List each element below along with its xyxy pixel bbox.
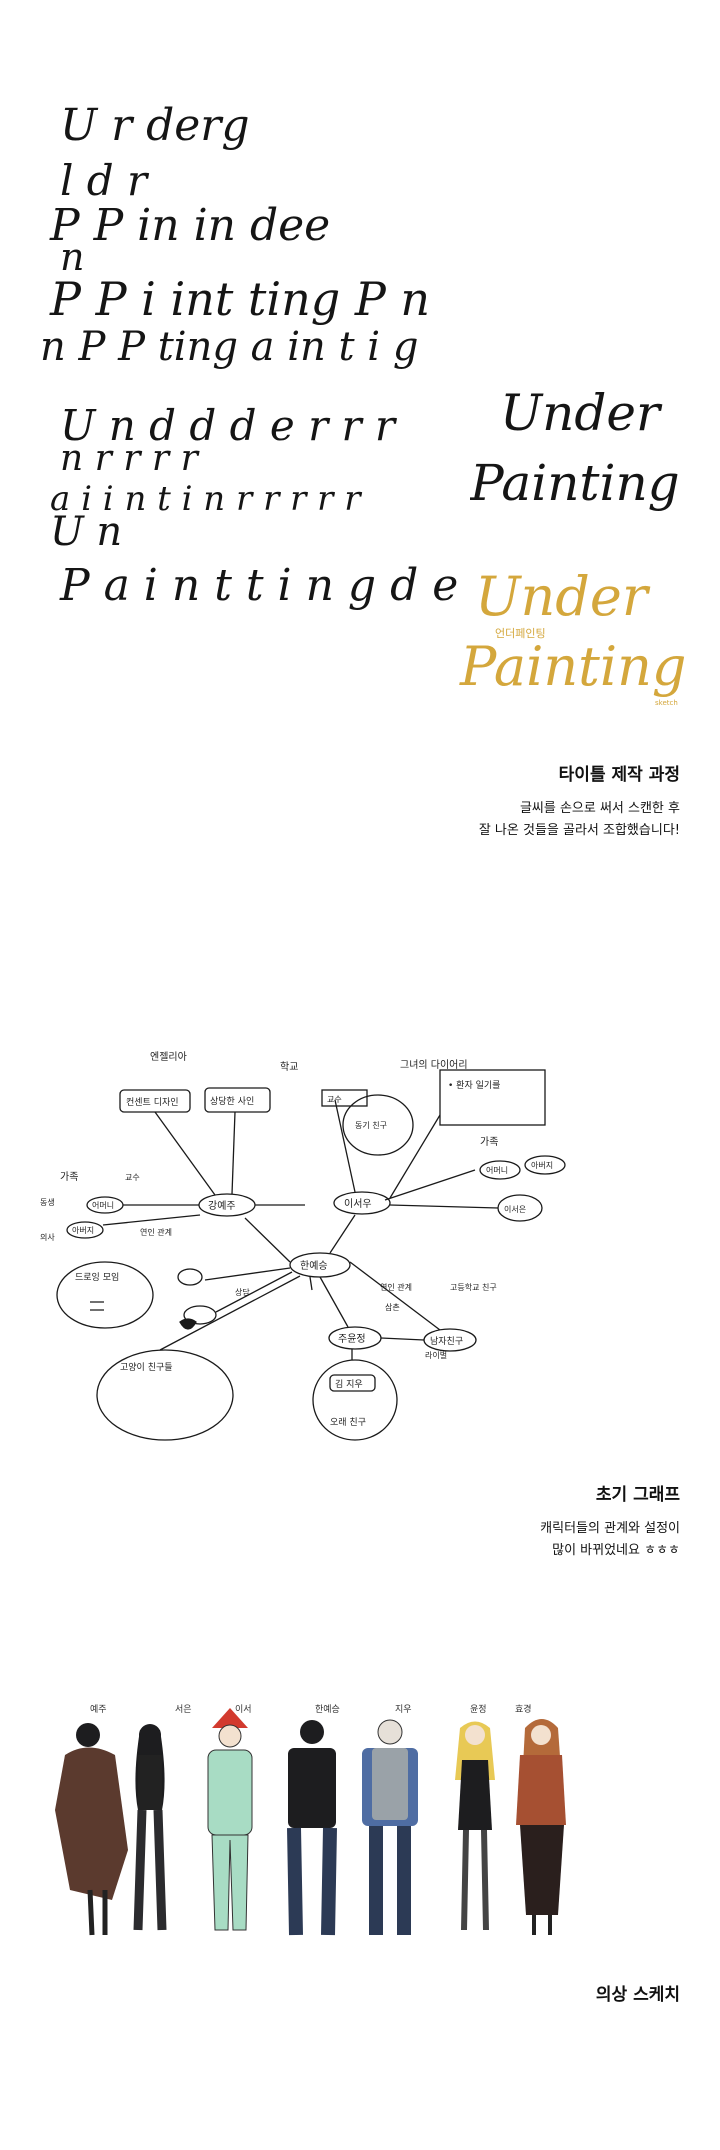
graph-label: 가족 [60,1171,78,1183]
graph-label: 삼촌 [385,1302,400,1312]
graph-node: 한예승 [300,1260,328,1272]
title-logo-line1: Under [500,384,663,442]
graph-label: 교수 [327,1095,342,1104]
scan-line: l d r [60,156,150,205]
costume-sketch-illustration: 예주 서은 이서 한예승 지우 윤정 효경 [55,1703,566,1936]
title-logo-gold-line1: Under [475,565,651,628]
character-figure [55,1723,128,1936]
graph-label: 의사 [40,1232,55,1242]
graph-node: 이서우 [344,1198,372,1210]
character-name: 한예승 [315,1704,340,1715]
scan-line: U r derg [60,100,250,151]
graph-label: 동생 [40,1197,55,1207]
graph-label: 라이벌 [425,1350,447,1360]
graph-label: 학교 [280,1061,298,1073]
graph-box: • 환자 일기를 [448,1079,500,1091]
character-name: 효경 [515,1703,532,1715]
graph-label: 교수 [125,1173,140,1182]
graph-label: 고양이 친구들 [120,1362,173,1373]
scan-line: n r r r r [60,438,200,479]
title-logo-line2: Painting [470,454,680,512]
graph-node: 남자친구 [430,1336,463,1347]
character-name: 이서 [235,1704,252,1715]
scan-line: n [60,235,84,279]
graph-label: 오래 친구 [330,1417,366,1428]
scan-line: P a i n t t i n g d e r [59,560,460,611]
character-name: 지우 [395,1704,412,1715]
character-figure [207,1708,253,1931]
graph-box: 상당한 사인 [210,1096,254,1107]
caption-title-2: 초기 그래프 [595,1485,680,1505]
handwriting-scan-illustration: U r derg l d r P P in in dee n P P i int… [40,100,460,611]
caption-body-1: 글씨를 손으로 써서 스캔한 후 잘 나온 것들을 골라서 조합했습니다! [478,801,680,838]
scan-line: a i i n t i n r r r r r [50,479,362,519]
character-figure [455,1721,495,1931]
title-logo-gold-korean: 언더페인팅 [495,627,546,640]
scan-line: n P P ting a in t i g [40,324,418,370]
relationship-graph-sketch: 엔젤리아 학교 그녀의 다이어리 컨센트 디자인 상당한 사인 • 환자 일기를… [40,1051,566,1441]
graph-label: 가족 [480,1136,498,1148]
graph-node: 어머니 [486,1165,508,1175]
graph-node: 주윤정 [338,1333,366,1345]
character-name: 윤정 [470,1704,487,1715]
graph-label: 연인 관계 [380,1282,412,1292]
title-logo-gold-small: sketch [655,699,678,707]
graph-label: 드로잉 모임 [75,1271,119,1283]
graph-node: 아버지 [72,1225,94,1235]
graph-node: 이서은 [504,1204,526,1214]
caption-title-3: 의상 스케치 [595,1985,680,2005]
character-figure [133,1724,167,1931]
graph-box: 컨센트 디자인 [126,1097,179,1108]
title-logo-black: Under Painting [470,384,680,512]
caption-body-2: 캐릭터들의 관계와 설정이 많이 바뀌었네요 ㅎㅎㅎ [540,1521,680,1558]
caption-title-1: 타이틀 제작 과정 [558,765,680,785]
character-figure [516,1719,566,1935]
graph-node: 김 지우 [335,1378,363,1390]
graph-label: 엔젤리아 [150,1051,187,1063]
graph-label: 고등학교 친구 [450,1282,497,1292]
graph-label: 연인 관계 [140,1227,172,1237]
graph-label: 상담 [235,1287,250,1297]
scan-line: U n [50,509,122,555]
character-name: 서은 [175,1704,192,1715]
graph-label: 동기 친구 [355,1120,387,1130]
graph-label: 그녀의 다이어리 [400,1059,468,1071]
title-logo-gold-line2: Painting [459,635,686,698]
character-figure [362,1719,418,1935]
character-figure [287,1720,337,1936]
scan-line: U n d d d e r r r [60,401,398,450]
scan-line: P P in in dee [49,200,330,251]
graph-node: 어머니 [92,1200,114,1210]
graph-node: 강예주 [208,1200,236,1212]
scan-line: P P i int ting P n [49,272,430,326]
character-name: 예주 [90,1704,107,1715]
graph-node: 아버지 [531,1160,553,1170]
title-logo-gold: Under 언더페인팅 Painting sketch [459,565,686,707]
